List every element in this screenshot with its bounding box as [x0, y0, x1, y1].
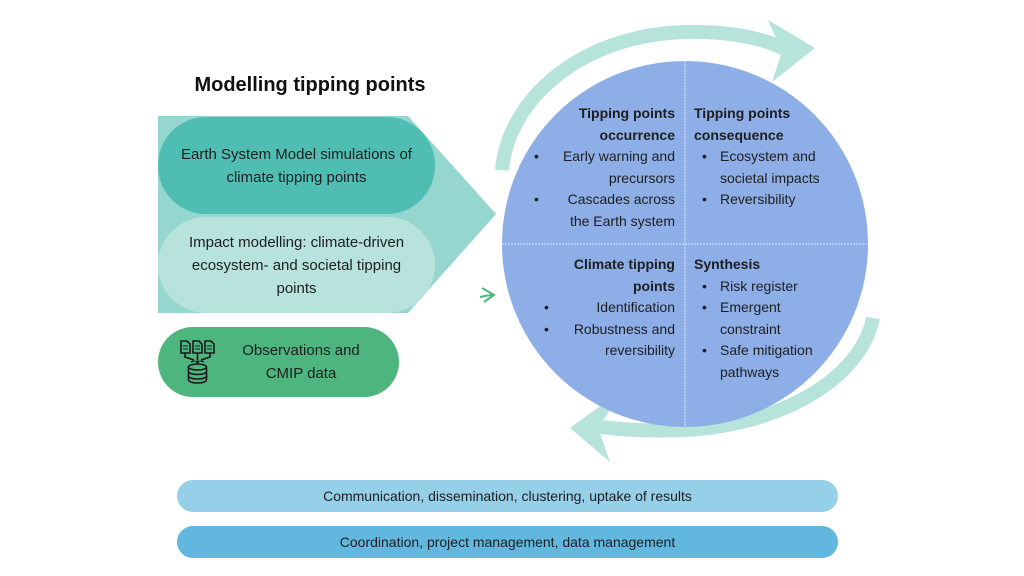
quadrant-climate-tipping-points: Climate tipping points Identification Ro… [544, 254, 675, 362]
observations-box: Observations and CMIP data [158, 327, 399, 397]
quadrant-occurrence-item: Early warning and precursors [534, 146, 675, 189]
connector-arrow-head [481, 287, 496, 303]
quadrant-consequence-title: Tipping points consequence [694, 105, 791, 143]
quadrant-occurrence-item: Cascades across the Earth system [534, 189, 675, 232]
communication-bar-label: Communication, dissemination, clustering… [323, 488, 692, 504]
cycle-arrow-top [495, 24, 794, 171]
esm-simulations-box: Earth System Model simulations of climat… [158, 117, 435, 214]
communication-bar: Communication, dissemination, clustering… [177, 480, 838, 512]
quadrant-climate-title: Climate tipping points [573, 256, 675, 294]
work-package-cycle [480, 20, 880, 462]
coordination-bar-label: Coordination, project management, data m… [339, 534, 676, 550]
quadrant-synthesis: Synthesis Risk register Emergent constra… [694, 254, 844, 384]
quadrant-consequence-item: Reversibility [694, 189, 844, 211]
coordination-bar: Coordination, project management, data m… [177, 526, 838, 558]
impact-modelling-box: Impact modelling: climate-driven ecosyst… [158, 217, 435, 313]
quadrant-occurrence-title: Tipping points occurrence [578, 105, 675, 143]
observations-label: Observations and CMIP data [242, 342, 360, 382]
quadrant-consequence-item: Ecosystem and societal impacts [694, 146, 844, 189]
esm-simulations-label: Earth System Model simulations of climat… [181, 145, 412, 186]
quadrant-climate-item: Robustness and reversibility [544, 319, 675, 362]
database-icon [180, 340, 215, 384]
cycle-arrow-top-head [768, 20, 815, 82]
quadrant-occurrence: Tipping points occurrence Early warning … [534, 103, 675, 233]
quadrant-climate-item: Identification [544, 297, 675, 319]
quadrant-synthesis-title: Synthesis [694, 256, 761, 272]
cycle-arrow-bottom [583, 316, 880, 438]
quadrant-synthesis-item: Safe mitigation pathways [694, 340, 844, 383]
observations-connector-arrow [480, 294, 493, 299]
quadrant-consequence: Tipping points consequence Ecosystem and… [694, 103, 844, 211]
diagram-title: Modelling tipping points [194, 74, 426, 96]
quadrant-synthesis-item: Emergent constraint [694, 297, 844, 340]
quadrant-synthesis-item: Risk register [694, 276, 844, 298]
impact-modelling-label: Impact modelling: climate-driven ecosyst… [188, 233, 405, 297]
